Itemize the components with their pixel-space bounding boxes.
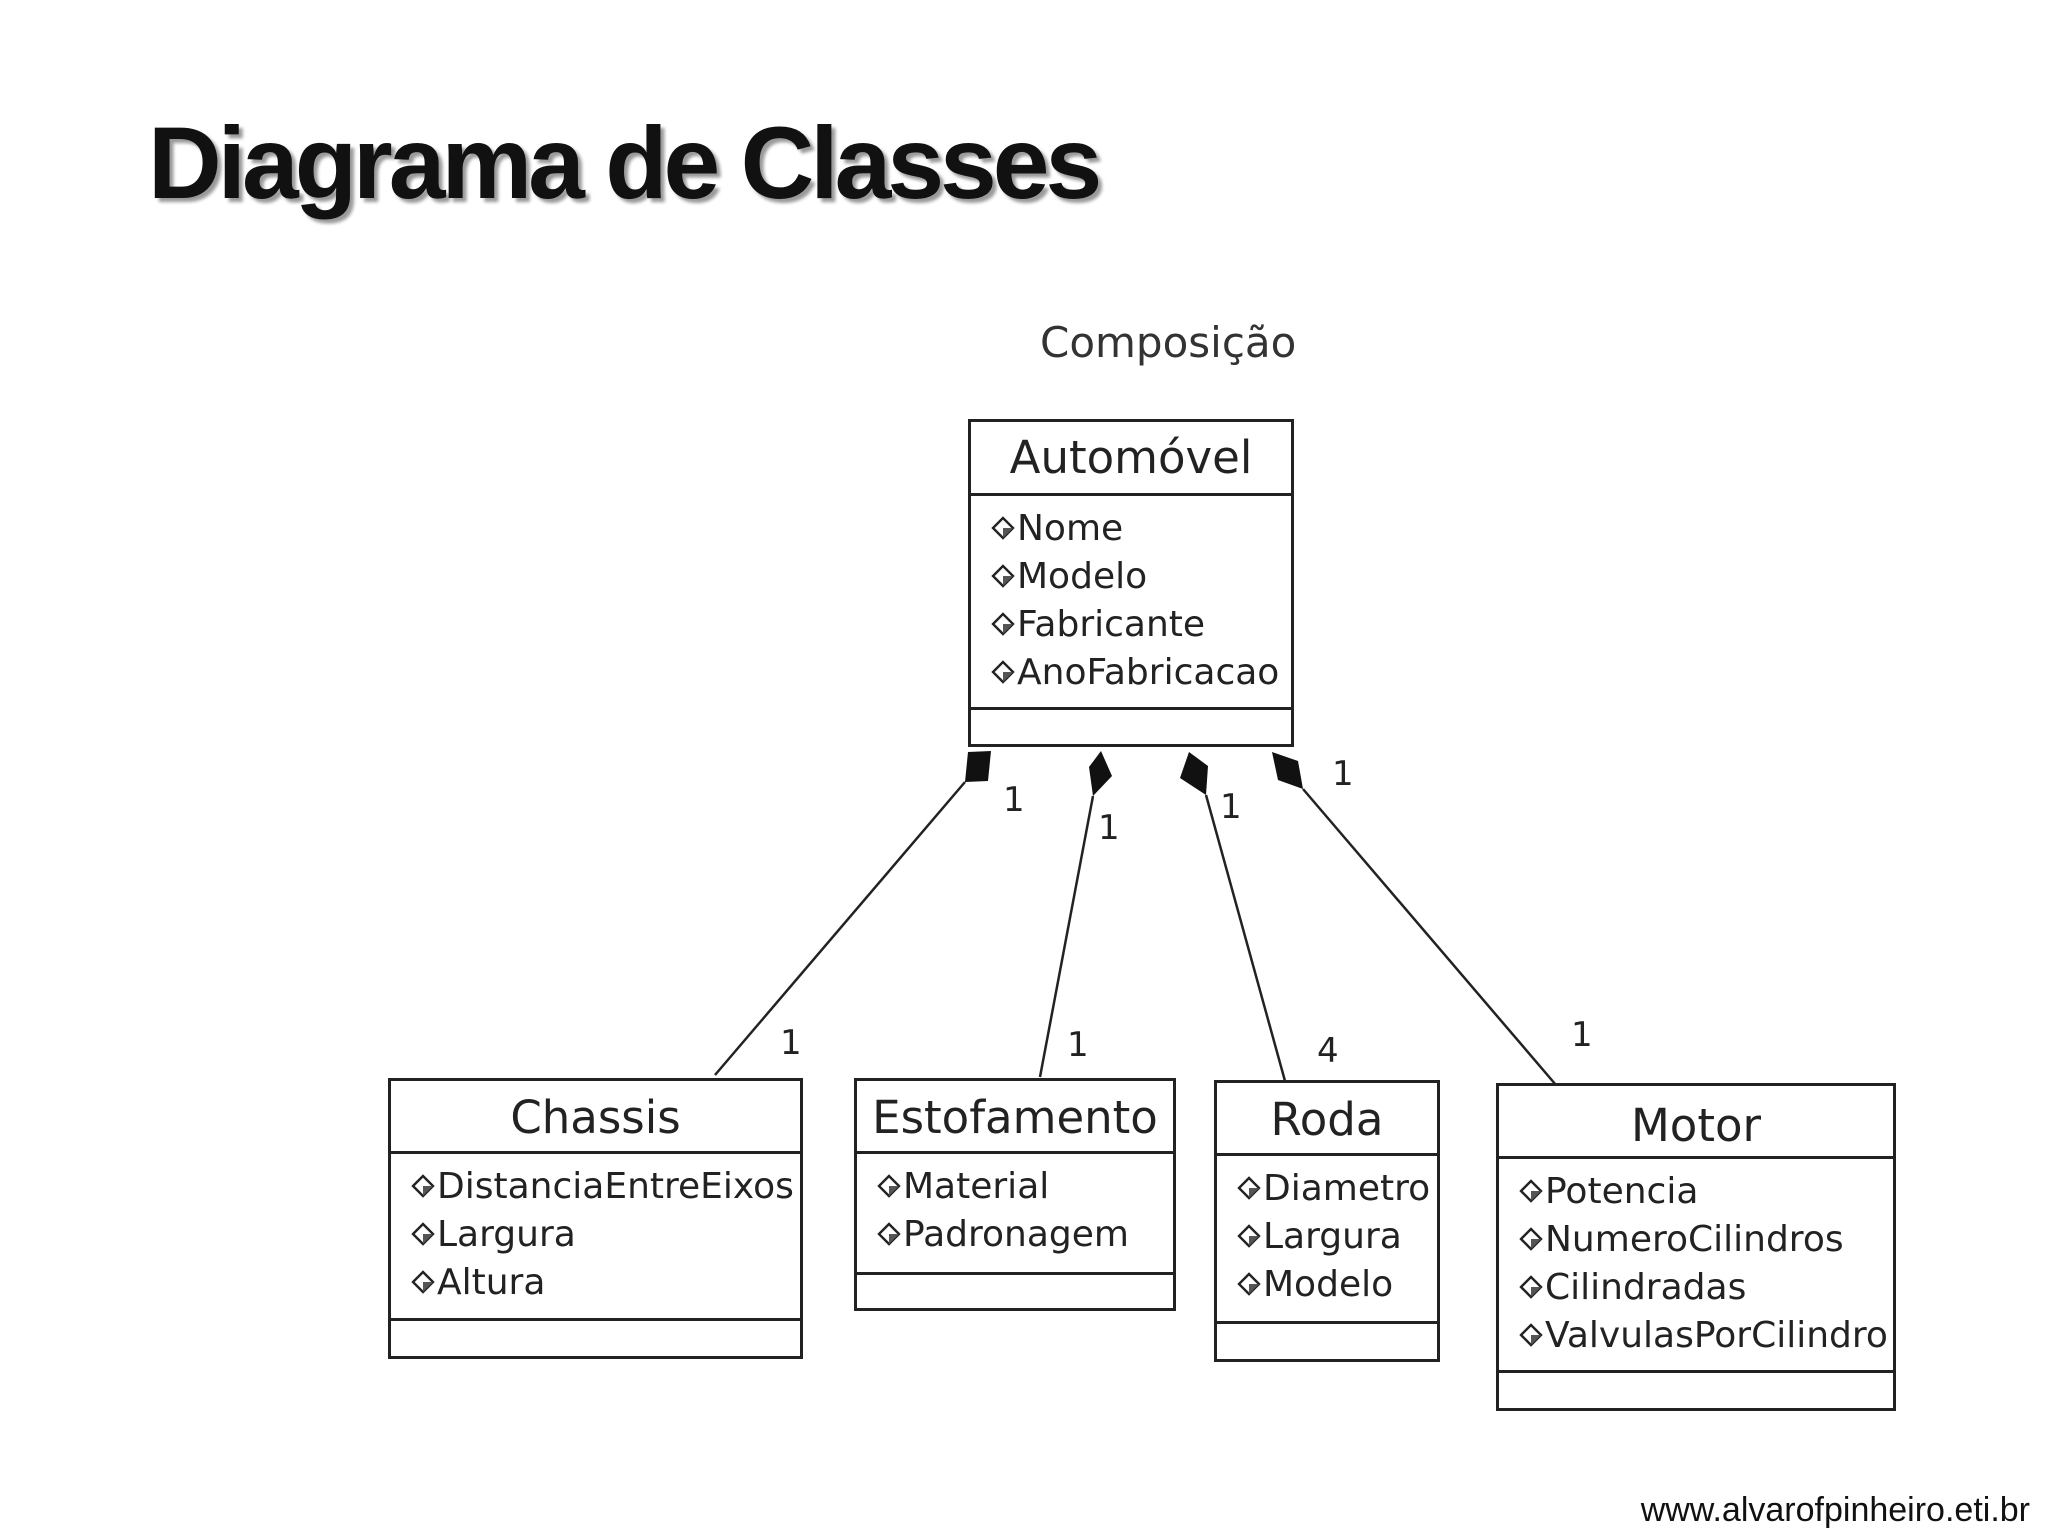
multiplicity-whole-roda: 1 [1220, 787, 1242, 827]
attribute: Largura [411, 1210, 800, 1258]
attribute: Fabricante [991, 600, 1291, 648]
attribute-label: Padronagem [903, 1213, 1129, 1255]
composition-line-chassis [714, 781, 966, 1076]
class-automovel: Automóvel Nome Modelo Fabricante AnoFabr… [968, 419, 1294, 747]
diamond-icon [991, 516, 1015, 540]
class-roda: Roda Diametro Largura Modelo [1214, 1080, 1440, 1362]
composition-line-roda [1204, 794, 1287, 1082]
attribute: AnoFabricacao [991, 648, 1291, 696]
attribute-label: Largura [437, 1213, 576, 1255]
multiplicity-part-chassis: 1 [780, 1023, 802, 1063]
diamond-icon [991, 612, 1015, 636]
diamond-icon [411, 1222, 435, 1246]
class-motor: Motor Potencia NumeroCilindros Cilindrad… [1496, 1083, 1896, 1411]
attribute-label: DistanciaEntreEixos [437, 1165, 794, 1207]
composition-line-motor [1302, 788, 1557, 1086]
diamond-icon [411, 1174, 435, 1198]
attribute: DistanciaEntreEixos [411, 1162, 800, 1210]
attribute-label: Modelo [1263, 1263, 1394, 1305]
composition-diamond-motor [1272, 752, 1303, 789]
diamond-icon [877, 1222, 901, 1246]
class-attributes: Potencia NumeroCilindros Cilindradas Val… [1499, 1159, 1893, 1373]
multiplicity-part-motor: 1 [1571, 1015, 1593, 1055]
class-attributes: DistanciaEntreEixos Largura Altura [391, 1154, 800, 1321]
attribute: ValvulasPorCilindro [1519, 1311, 1893, 1359]
diamond-icon [877, 1174, 901, 1198]
class-attributes: Material Padronagem [857, 1154, 1173, 1275]
attribute: Padronagem [877, 1210, 1173, 1258]
attribute-label: Largura [1263, 1215, 1402, 1257]
class-name: Automóvel [971, 422, 1291, 496]
attribute: Altura [411, 1258, 800, 1306]
attribute: Nome [991, 504, 1291, 552]
attribute: NumeroCilindros [1519, 1215, 1893, 1263]
class-chassis: Chassis DistanciaEntreEixos Largura Altu… [388, 1078, 803, 1359]
attribute: Material [877, 1162, 1173, 1210]
composition-diamond-roda [1180, 752, 1208, 795]
diagram-caption: Composição [1040, 318, 1297, 367]
attribute: Cilindradas [1519, 1263, 1893, 1311]
attribute: Modelo [1237, 1260, 1437, 1308]
multiplicity-whole-motor: 1 [1332, 754, 1354, 794]
class-name: Roda [1217, 1083, 1437, 1156]
attribute-label: AnoFabricacao [1017, 651, 1280, 693]
multiplicity-whole-estofamento: 1 [1098, 808, 1120, 848]
attribute: Diametro [1237, 1164, 1437, 1212]
attribute-label: Nome [1017, 507, 1124, 549]
composition-diamond-chassis [965, 751, 991, 782]
diamond-icon [1519, 1275, 1543, 1299]
attribute-label: Diametro [1263, 1167, 1431, 1209]
attribute: Modelo [991, 552, 1291, 600]
diamond-icon [411, 1270, 435, 1294]
class-estofamento: Estofamento Material Padronagem [854, 1078, 1176, 1311]
attribute-label: ValvulasPorCilindro [1545, 1314, 1888, 1356]
multiplicity-part-estofamento: 1 [1067, 1025, 1089, 1065]
attribute-label: NumeroCilindros [1545, 1218, 1844, 1260]
multiplicity-part-roda: 4 [1317, 1031, 1339, 1071]
multiplicity-whole-chassis: 1 [1003, 780, 1025, 820]
footer-url: www.alvarofpinheiro.eti.br [1640, 1491, 2030, 1529]
attribute-label: Fabricante [1017, 603, 1206, 645]
attribute-label: Potencia [1545, 1170, 1699, 1212]
diamond-icon [1519, 1227, 1543, 1251]
attribute: Potencia [1519, 1167, 1893, 1215]
diamond-icon [1237, 1176, 1261, 1200]
diamond-icon [1519, 1179, 1543, 1203]
diamond-icon [991, 660, 1015, 684]
class-name: Motor [1499, 1086, 1893, 1159]
diamond-icon [1237, 1272, 1261, 1296]
class-name: Chassis [391, 1081, 800, 1154]
diamond-icon [1237, 1224, 1261, 1248]
attribute: Largura [1237, 1212, 1437, 1260]
diamond-icon [991, 564, 1015, 588]
class-name: Estofamento [857, 1081, 1173, 1154]
class-attributes: Nome Modelo Fabricante AnoFabricacao [971, 496, 1291, 710]
attribute-label: Modelo [1017, 555, 1148, 597]
attribute-label: Cilindradas [1545, 1266, 1747, 1308]
attribute-label: Altura [437, 1261, 546, 1303]
composition-line-estofamento [1038, 795, 1095, 1078]
page-title: Diagrama de Classes [148, 106, 1102, 220]
class-attributes: Diametro Largura Modelo [1217, 1156, 1437, 1324]
attribute-label: Material [903, 1165, 1050, 1207]
diamond-icon [1519, 1323, 1543, 1347]
composition-diamond-estofamento [1089, 751, 1112, 796]
